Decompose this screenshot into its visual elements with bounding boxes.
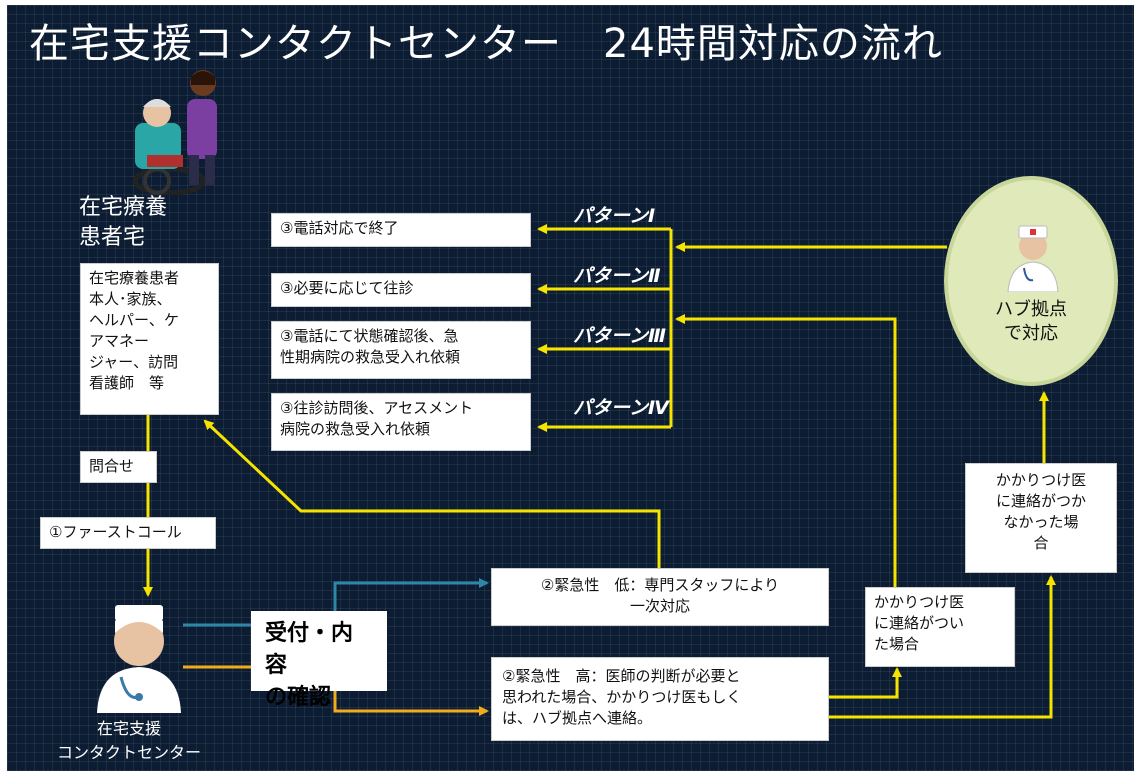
operator-icon [97,605,181,713]
arrow-doctor-to-patterns [675,314,897,587]
pattern-2-result: ③必要に応じて往診 [271,273,531,307]
hub-label: ハブ拠点 で対応 [995,299,1067,344]
doctor-reached-box: かかりつけ医 に連絡がつい た場合 [865,587,1015,667]
home-label: 在宅療養 患者宅 [79,195,168,250]
pattern-3-label: パターンⅢ [573,325,667,347]
pattern-2-label: パターンⅡ [573,265,661,287]
pattern-1-result: ③電話対応で終了 [271,213,531,247]
first-call-label: ①ファーストコール [40,517,216,549]
slide: 在宅支援コンタクトセンター 24時間対応の流れ [7,5,1134,771]
urgency-low-box: ②緊急性 低：専門スタッフにより 一次対応 [491,568,829,626]
urgency-high-box: ②緊急性 高：医師の判断が必要と 思われた場合、かかりつけ医もしく は、ハブ拠点… [491,657,829,741]
pattern-4-result: ③往診訪問後、アセスメント 病院の救急受入れ依頼 [271,393,531,451]
hub-circle: ハブ拠点 で対応 [944,176,1118,386]
patient-wheelchair-icon [132,70,217,195]
pattern-4-label: パターンⅣ [573,397,669,419]
slide-title: 在宅支援コンタクトセンター 24時間対応の流れ [29,21,943,67]
reception-confirm-box: 受付・内容 の確認 [251,611,387,710]
inquiry-label: 問合せ [80,451,157,483]
pattern-1-label: パターンⅠ [573,205,656,227]
doctor-not-reached-box: かかりつけ医 に連絡がつか なかった場 合 [965,463,1117,573]
center-label: 在宅支援 コンタクトセンター [56,719,201,762]
home-contacts-box: 在宅療養患者 本人･家族、 ヘルパー、ケ アマネー ジャー、訪問 看護師 等 [80,263,219,415]
doctor-icon [1007,225,1059,292]
arrow-high-to-notreached [829,575,1056,719]
arrow-low-to-home [203,419,661,569]
pattern-3-result: ③電話にて状態確認後、急 性期病院の救急受入れ依頼 [271,321,531,379]
arrow-high-to-doctor [829,667,902,699]
